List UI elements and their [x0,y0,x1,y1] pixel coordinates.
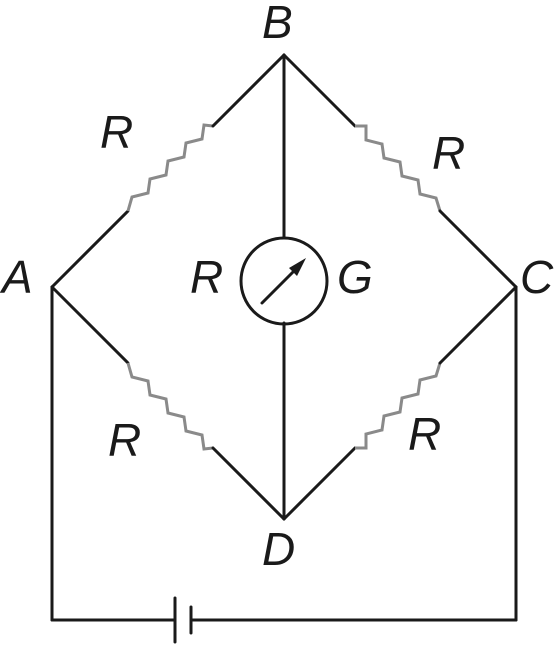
galvanometer-arrowhead-icon [289,258,306,276]
branch-bd [239,53,329,521]
resistor-bc [355,124,442,212]
battery-icon [173,596,193,644]
resistor-label-bc: R [432,127,465,179]
branch-dc [282,285,518,521]
resistor-label-galvanometer-branch: R [190,251,223,303]
galvanometer [239,236,329,326]
node-label-c: C [520,251,554,303]
node-label-a: A [0,251,33,303]
galvanometer-label: G [337,251,373,303]
battery-loop [50,285,518,644]
branch-ab [50,53,286,289]
node-label-b: B [262,0,293,48]
resistor-label-ad: R [108,414,141,466]
resistor-ab [126,123,214,212]
resistor-label-dc: R [408,408,441,460]
galvanometer-needle [260,264,301,305]
resistor-label-ab: R [100,106,133,158]
branch-ad [50,285,286,521]
node-label-d: D [262,523,295,575]
resistor-dc [355,362,442,450]
branch-bc [282,53,518,289]
resistor-ad [126,362,214,451]
